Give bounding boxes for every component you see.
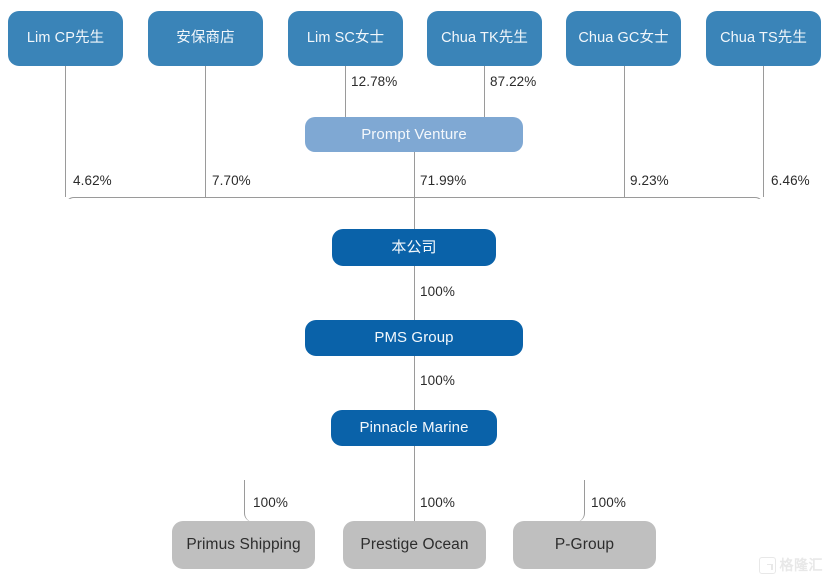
shareholder-label: Chua GC女士 — [578, 30, 669, 47]
pct-label-company-to-pms: 100% — [420, 284, 455, 299]
connector-company-to-pms — [414, 266, 415, 320]
pct-label-lim-sc: 12.78% — [351, 74, 398, 89]
connector-lim-sc-drop — [345, 66, 346, 118]
company-label: 本公司 — [391, 238, 437, 256]
company-box-ben-gongsi[interactable]: 本公司 — [332, 229, 496, 266]
subsidiary-label: P-Group — [554, 536, 615, 554]
shareholder-label: Lim CP先生 — [26, 30, 105, 47]
shareholder-box-chua-ts[interactable]: Chua TS先生 — [706, 11, 821, 66]
shareholder-label: 安保商店 — [176, 30, 235, 47]
shareholder-label: Chua TS先生 — [720, 30, 807, 47]
connector-chua-tk-drop — [484, 66, 485, 118]
pinnacle-marine-label: Pinnacle Marine — [359, 419, 469, 437]
subsidiary-label: Prestige Ocean — [360, 536, 469, 554]
connector-chua-gc-drop — [624, 66, 625, 197]
watermark-text: 格隆汇 — [779, 557, 823, 573]
pct-label-prestige-ocean: 100% — [420, 495, 455, 510]
connector-anbao-drop — [205, 66, 206, 197]
subsidiary-box-primus-shipping[interactable]: Primus Shipping — [172, 521, 315, 569]
shareholder-label: Lim SC女士 — [306, 30, 385, 47]
pct-label-chua-gc: 9.23% — [630, 173, 669, 188]
pct-label-lim-cp: 4.62% — [73, 173, 112, 188]
connector-chua-ts-drop — [763, 66, 764, 197]
pct-label-anbao: 7.70% — [212, 173, 251, 188]
subsidiary-box-prestige-ocean[interactable]: Prestige Ocean — [343, 521, 486, 569]
group-box-pinnacle-marine[interactable]: Pinnacle Marine — [331, 410, 497, 446]
connector-prompt-venture-drop — [414, 152, 415, 197]
connector-lim-cp-drop — [65, 66, 66, 197]
shareholder-box-anbao[interactable]: 安保商店 — [148, 11, 263, 66]
holding-label: Prompt Venture — [361, 125, 467, 143]
gelonghui-logo-icon — [758, 556, 776, 574]
holding-box-prompt-venture[interactable]: Prompt Venture — [305, 117, 523, 152]
pct-label-pms-to-pinnacle: 100% — [420, 373, 455, 388]
shareholder-box-lim-sc[interactable]: Lim SC女士 — [288, 11, 403, 66]
pct-label-primus-shipping: 100% — [253, 495, 288, 510]
pct-label-p-group: 100% — [591, 495, 626, 510]
connector-bus-to-company — [414, 197, 415, 230]
pct-label-prompt-venture: 71.99% — [420, 173, 467, 188]
subsidiary-box-p-group[interactable]: P-Group — [513, 521, 656, 569]
shareholder-box-lim-cp[interactable]: Lim CP先生 — [8, 11, 123, 66]
group-box-pms-group[interactable]: PMS Group — [305, 320, 523, 356]
shareholder-box-chua-tk[interactable]: Chua TK先生 — [427, 11, 542, 66]
pct-label-chua-ts: 6.46% — [771, 173, 810, 188]
shareholder-box-chua-gc[interactable]: Chua GC女士 — [566, 11, 681, 66]
subsidiary-bus — [244, 480, 585, 522]
pct-label-chua-tk: 87.22% — [490, 74, 537, 89]
subsidiary-label: Primus Shipping — [186, 536, 301, 554]
shareholder-label: Chua TK先生 — [441, 30, 528, 47]
pms-group-label: PMS Group — [374, 329, 454, 347]
connector-pinnacle-drop — [414, 446, 415, 522]
connector-pms-to-pinnacle — [414, 356, 415, 410]
watermark: 格隆汇 — [758, 555, 824, 575]
